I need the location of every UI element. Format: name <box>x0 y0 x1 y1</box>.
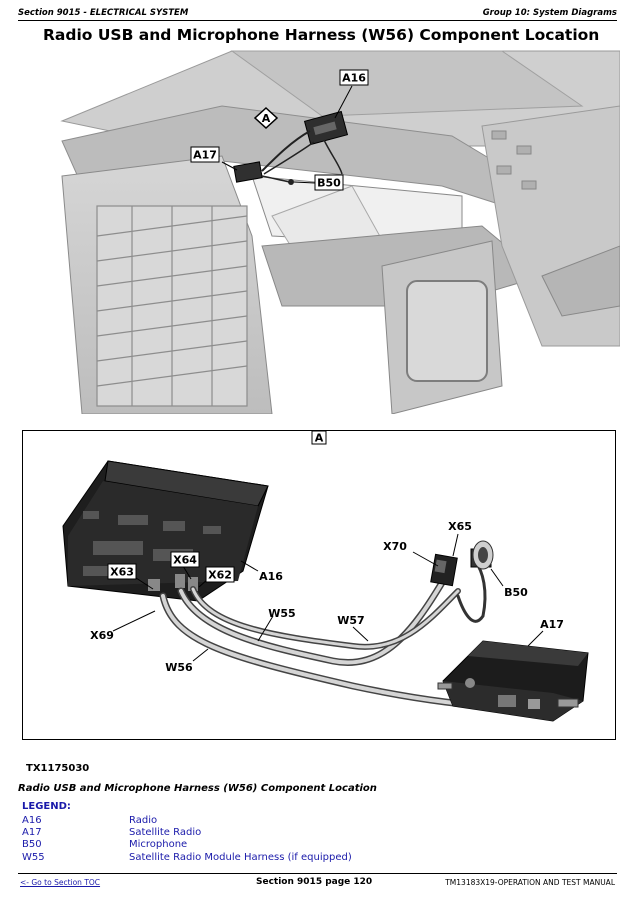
callout-x69: X69 <box>90 629 114 642</box>
cab-overview-figure: A16 A17 B50 A <box>60 50 620 414</box>
footer-rule <box>18 873 617 874</box>
page-header: Section 9015 - ELECTRICAL SYSTEM Group 1… <box>18 6 617 20</box>
group-label: Group 10: System Diagrams <box>482 8 617 18</box>
callout-x63: X63 <box>107 563 137 580</box>
callout-b50: B50 <box>504 586 528 599</box>
legend-title: LEGEND: <box>22 801 71 812</box>
svg-text:A: A <box>315 432 324 445</box>
legend-desc: Radio <box>129 815 158 826</box>
legend-desc: Satellite Radio Module Harness (if equip… <box>129 852 352 863</box>
legend-code: A17 <box>22 827 42 838</box>
header-rule <box>18 20 617 21</box>
detail-figure: A <box>22 430 616 740</box>
callout-w57: W57 <box>337 614 364 627</box>
callout-x70: X70 <box>383 540 407 553</box>
page-title: Radio USB and Microphone Harness (W56) C… <box>43 26 600 44</box>
svg-text:X62: X62 <box>208 569 232 582</box>
callout-b50: B50 <box>314 174 344 191</box>
microphone <box>472 540 494 570</box>
callout-w55: W55 <box>268 607 295 620</box>
callout-w56: W56 <box>165 661 193 674</box>
legend-code: W55 <box>22 852 45 863</box>
figure-caption: Radio USB and Microphone Harness (W56) C… <box>18 783 377 794</box>
svg-text:X63: X63 <box>110 566 134 579</box>
section-label: Section 9015 - ELECTRICAL SYSTEM <box>18 8 189 18</box>
svg-text:A: A <box>262 112 271 125</box>
page-number: Section 9015 page 120 <box>256 877 373 887</box>
satellite-radio-unit <box>437 640 589 722</box>
svg-text:X64: X64 <box>173 554 197 567</box>
svg-text:B50: B50 <box>317 177 341 190</box>
callout-a17: A17 <box>540 618 564 631</box>
callout-x64: X64 <box>170 551 200 568</box>
detail-ref-marker: A <box>253 106 279 130</box>
callout-a17: A17 <box>190 146 220 163</box>
legend-code: A16 <box>22 815 42 826</box>
callout-x62: X62 <box>205 566 235 583</box>
callout-a16: A16 <box>339 69 369 86</box>
manual-id: TM13183X19-OPERATION AND TEST MANUAL <box>445 878 615 887</box>
detail-label: A <box>311 430 327 445</box>
roof-harness <box>233 110 349 185</box>
legend-desc: Satellite Radio <box>129 827 202 838</box>
svg-text:A17: A17 <box>193 149 217 162</box>
figure-id: TX1175030 <box>26 763 90 774</box>
section-toc-link[interactable]: <- Go to Section TOC <box>20 878 101 887</box>
legend-code: B50 <box>22 839 42 850</box>
callout-x65: X65 <box>448 520 472 533</box>
svg-text:A16: A16 <box>342 72 366 85</box>
callout-a16: A16 <box>259 570 283 583</box>
radio-unit <box>62 460 269 602</box>
legend-desc: Microphone <box>129 839 188 850</box>
